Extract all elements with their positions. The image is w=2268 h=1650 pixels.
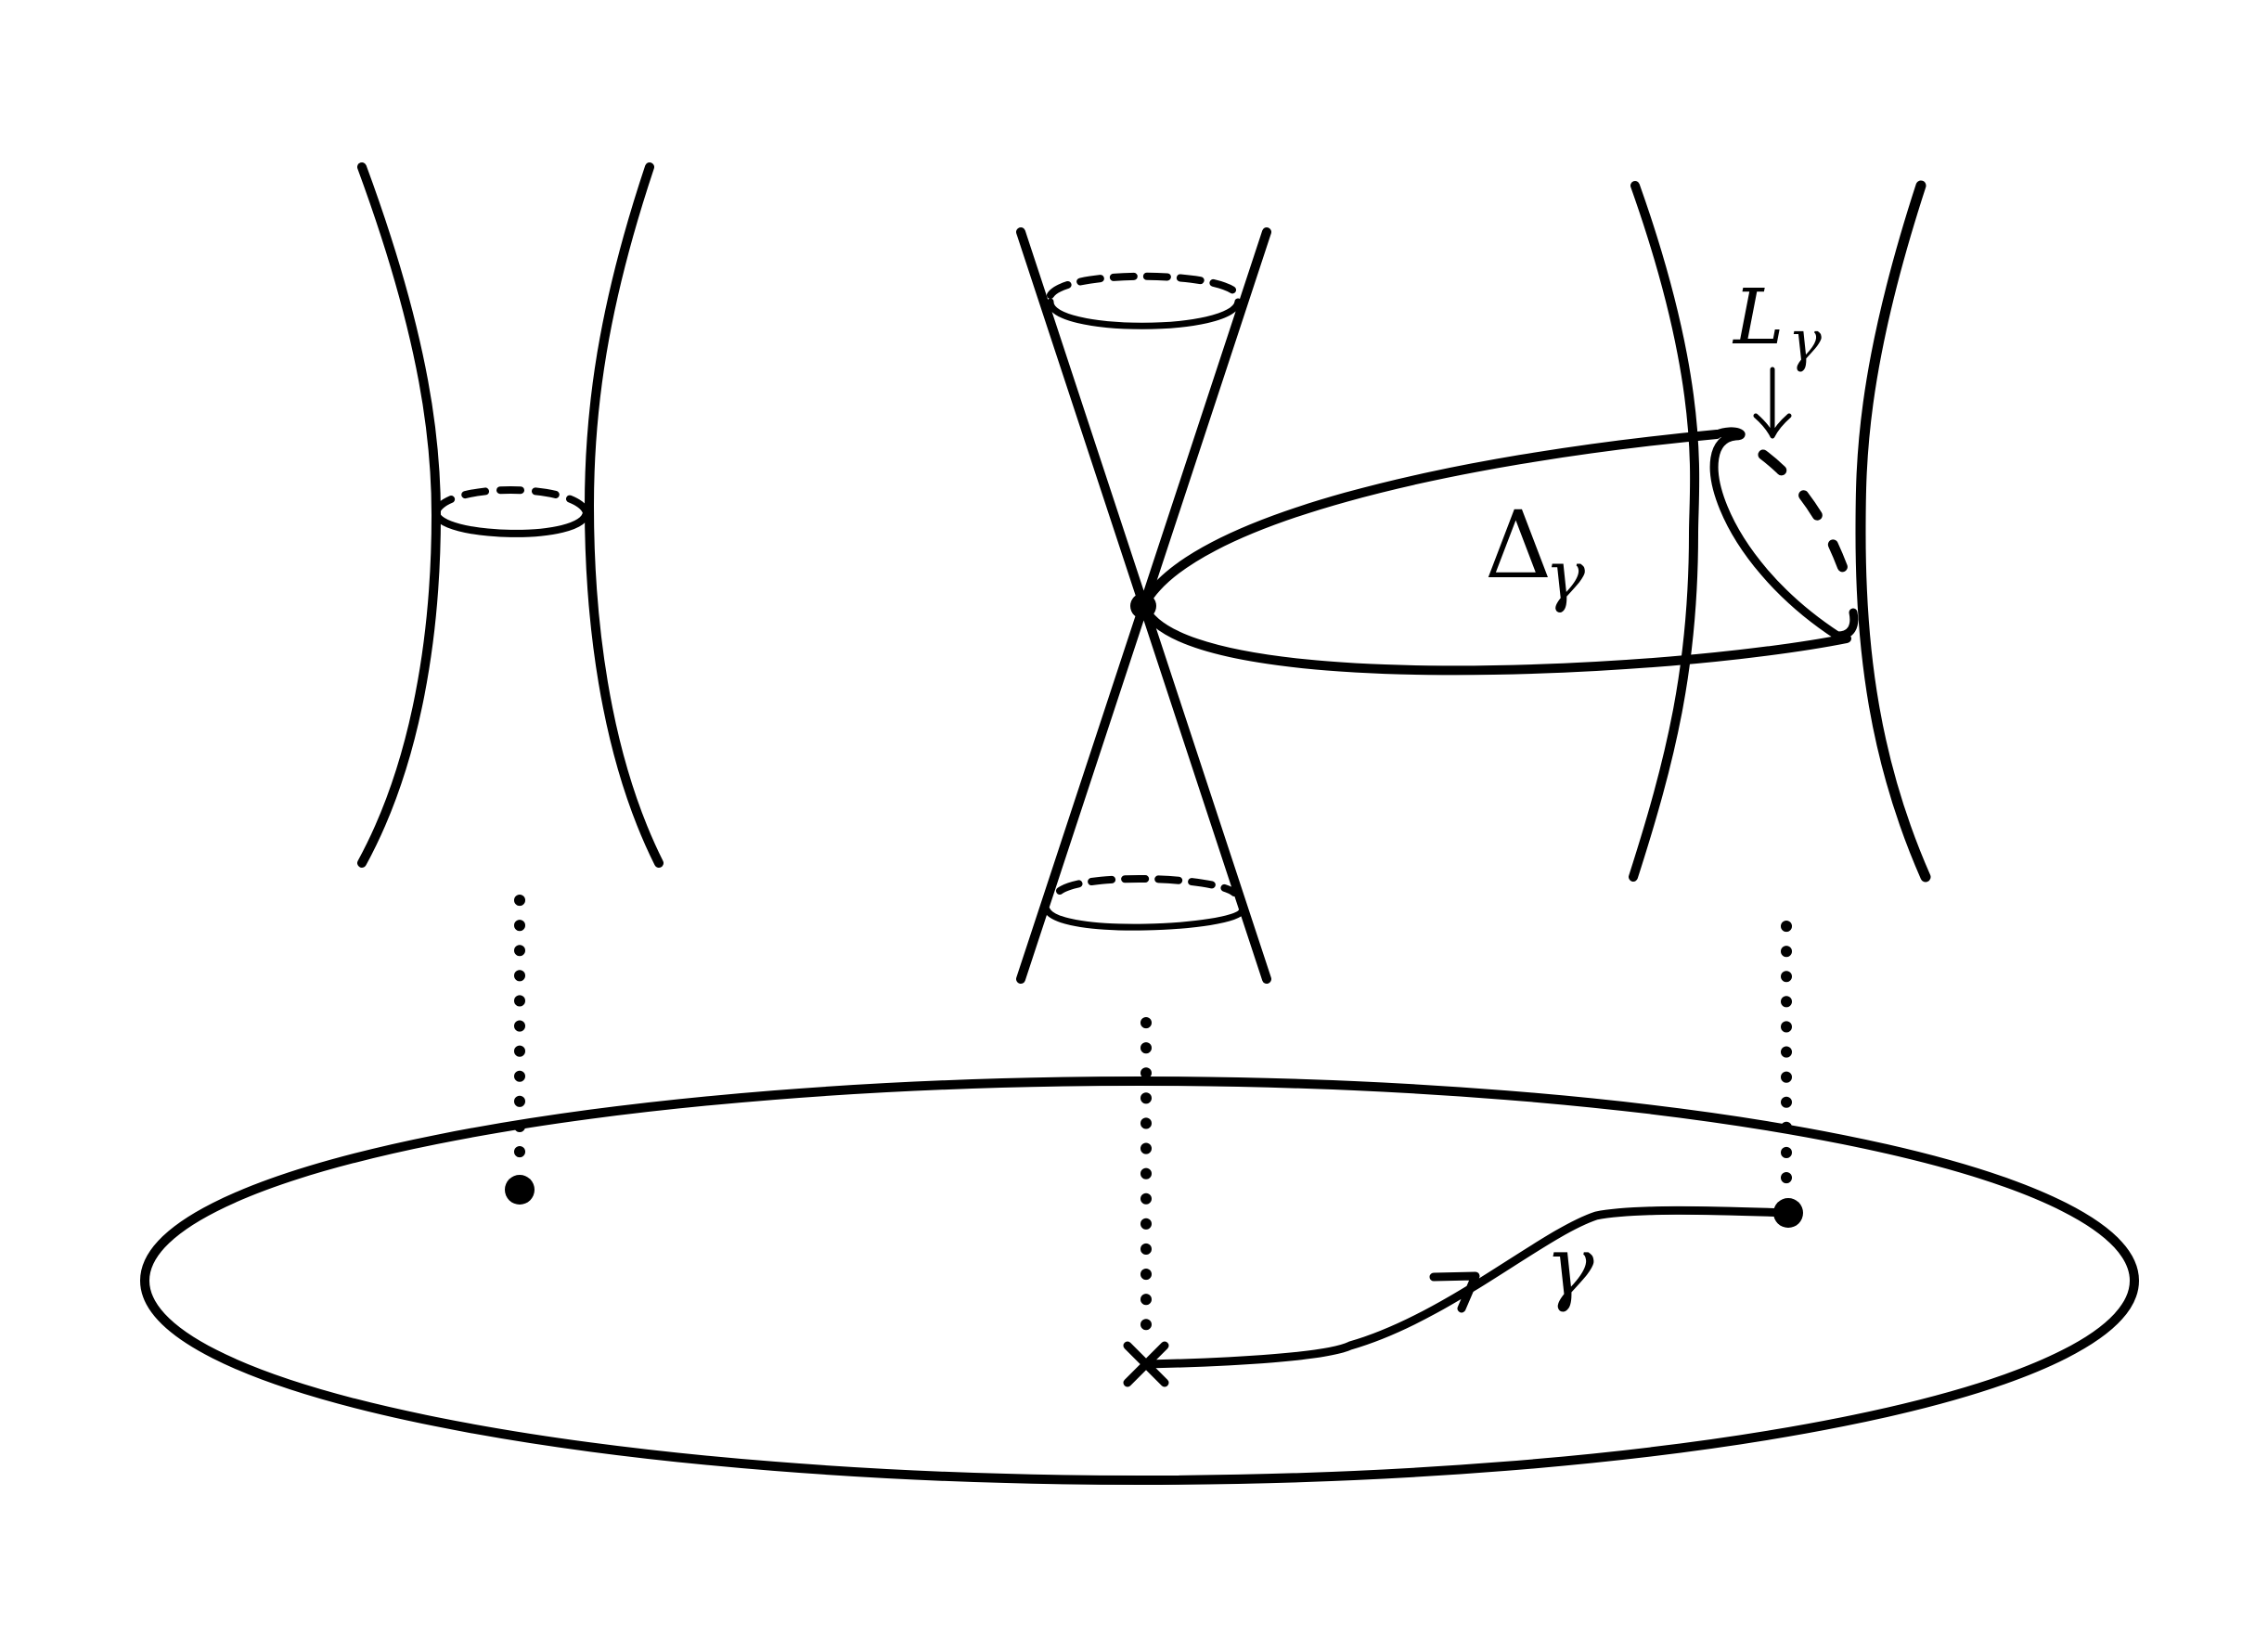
thimble-delta (1139, 427, 1859, 676)
right-cylinder-right-wall (1855, 180, 1931, 883)
left-cylinder-back-circle (432, 486, 590, 516)
l-symbol: L (1732, 274, 1784, 362)
cone-top-back-circle (1047, 272, 1242, 299)
delta-symbol: Δ (1485, 491, 1552, 599)
delta-subscript: γ (1545, 536, 1586, 614)
right-cylinder-left-wall (1629, 181, 1700, 882)
left-cylinder-fiber (357, 162, 664, 868)
base-disk (140, 1076, 2139, 1485)
left-cylinder-left-wall (357, 162, 441, 868)
right-cylinder-fiber (1629, 180, 1931, 883)
cone-top-front-circle (1047, 298, 1242, 329)
left-cylinder-front-circle (432, 509, 590, 537)
thimble-lower-edge (1139, 601, 1851, 676)
down-arrow-icon (1753, 367, 1792, 439)
cone-bottom-back-circle (1056, 875, 1238, 896)
path-gamma (1141, 1205, 1793, 1369)
regular-point-left (505, 1175, 535, 1205)
projection-lines (514, 895, 1792, 1342)
l-subscript: γ (1788, 309, 1822, 374)
gamma-arrowhead-icon (1429, 1271, 1480, 1313)
vanishing-cycle-back (1758, 449, 1857, 599)
gamma-label: γ (1545, 1218, 1594, 1314)
left-cylinder-right-wall (585, 162, 664, 868)
vanishing-cycle-front (1709, 427, 1859, 640)
thimble-upper-edge (1139, 430, 1721, 611)
cone-bottom-front-circle (1043, 906, 1245, 931)
